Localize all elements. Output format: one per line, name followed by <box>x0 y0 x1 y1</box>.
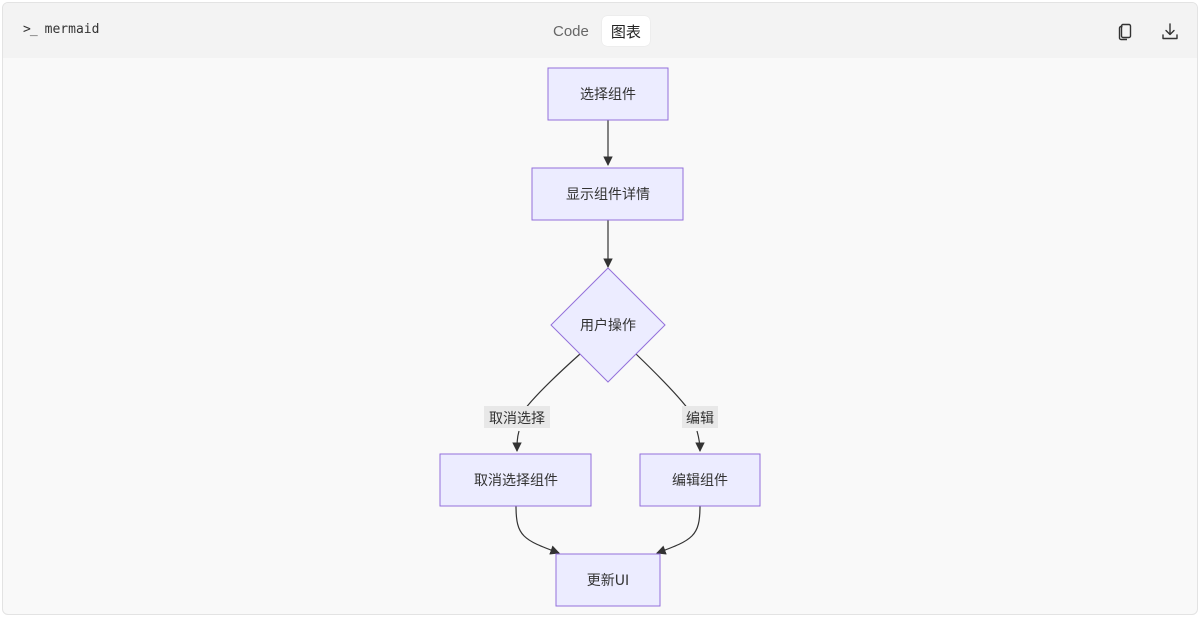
node-details: 显示组件详情 <box>531 167 684 221</box>
edge-action-deselect-end <box>512 430 522 452</box>
code-block-toolbar: >_ mermaid Code 图表 <box>3 3 1197 58</box>
node-select: 选择组件 <box>547 67 669 121</box>
node-details-label: 显示组件详情 <box>566 187 650 203</box>
edge-label-deselect: 取消选择 <box>484 406 550 428</box>
edge-deselect-update <box>515 505 560 555</box>
node-action-label: 用户操作 <box>580 317 636 334</box>
node-edit: 编辑组件 <box>639 453 761 507</box>
node-deselect: 取消选择组件 <box>439 453 592 507</box>
tab-diagram[interactable]: 图表 <box>601 16 650 46</box>
edge-action-edit-end <box>695 430 705 452</box>
download-icon[interactable] <box>1159 21 1181 43</box>
node-update: 更新UI <box>555 553 661 607</box>
node-edit-label: 编辑组件 <box>672 473 728 489</box>
edge-edit-update <box>656 505 701 555</box>
edge-label-edit-text: 编辑 <box>686 411 714 427</box>
language-label: >_ mermaid <box>23 22 99 37</box>
node-update-label: 更新UI <box>587 573 629 589</box>
diagram-canvas: 取消选择 编辑 选择组件 显示组件详情 用户操作 取消选择组件 <box>3 58 1197 614</box>
node-select-label: 选择组件 <box>580 87 636 103</box>
node-action: 用户操作 <box>550 267 666 383</box>
edge-label-deselect-text: 取消选择 <box>489 411 545 427</box>
tab-code[interactable]: Code <box>553 22 589 40</box>
node-deselect-label: 取消选择组件 <box>474 473 558 489</box>
copy-icon[interactable] <box>1115 21 1137 43</box>
terminal-icon: >_ <box>23 22 38 37</box>
view-tabs: Code 图表 <box>544 16 650 46</box>
language-name: mermaid <box>44 22 100 37</box>
edge-label-edit: 编辑 <box>682 406 718 428</box>
flowchart: 取消选择 编辑 选择组件 显示组件详情 用户操作 取消选择组件 <box>439 67 761 607</box>
